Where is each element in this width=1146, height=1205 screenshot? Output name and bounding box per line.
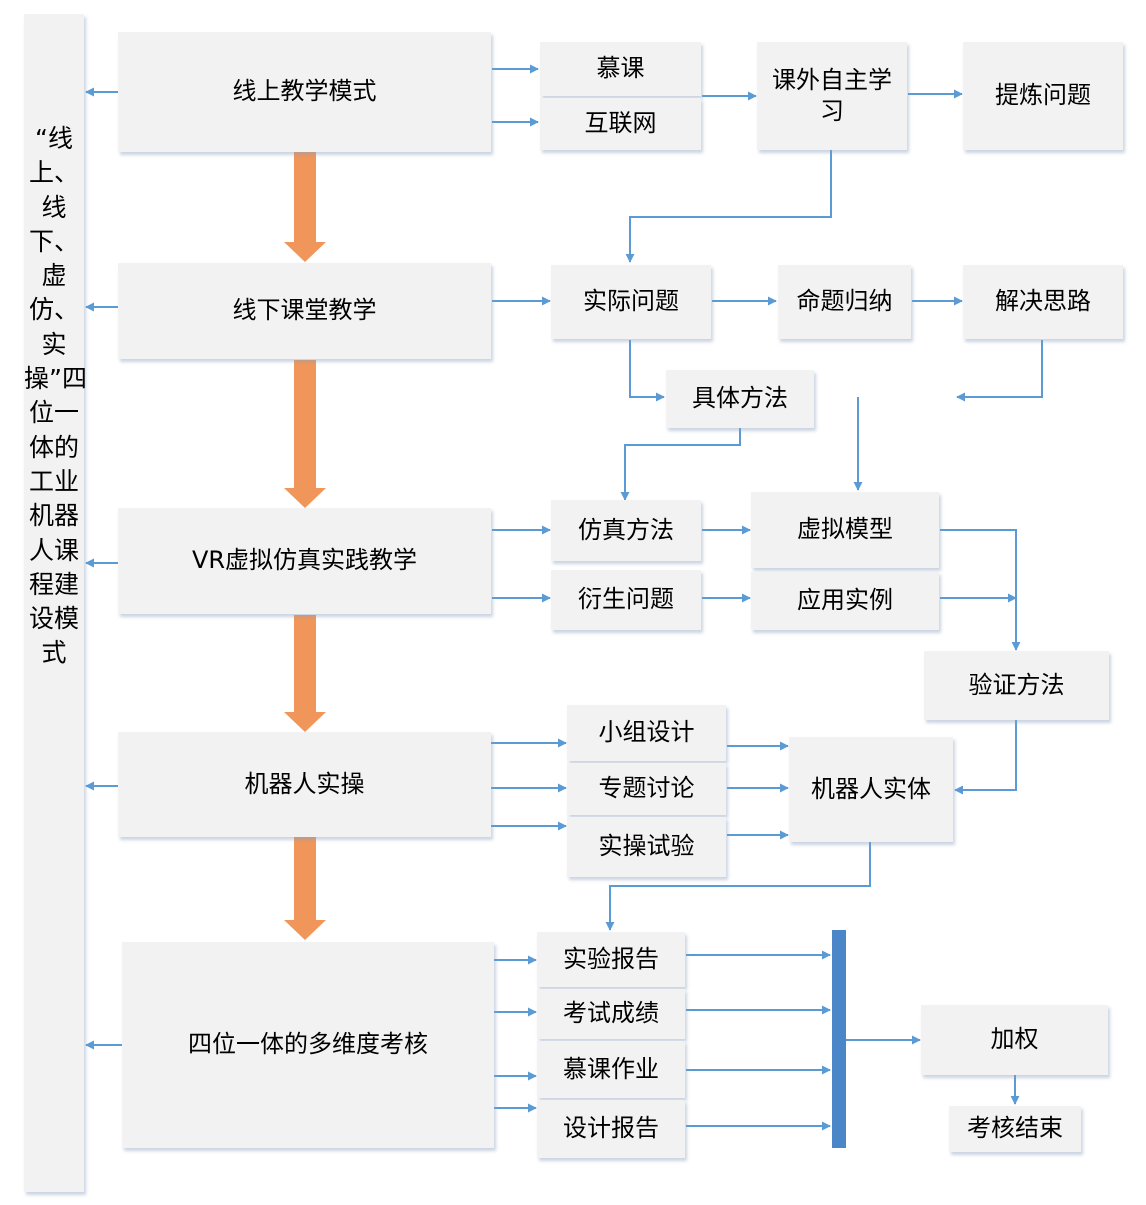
node-extract-problem: 提炼问题 (963, 42, 1123, 150)
node-mooc: 慕课 (540, 42, 701, 96)
aggregation-bar (832, 930, 846, 1148)
node-assessment-end: 考核结束 (949, 1106, 1081, 1152)
stage-offline: 线下课堂教学 (118, 263, 491, 359)
node-application: 应用实例 (751, 572, 939, 630)
node-weighting: 加权 (921, 1005, 1108, 1075)
node-self-study: 课外自主学习 (757, 42, 907, 150)
flow-arrows (85, 64, 1043, 1131)
stage-vr: VR虚拟仿真实践教学 (118, 508, 491, 614)
node-virtual-model: 虚拟模型 (751, 492, 939, 568)
node-internet: 互联网 (540, 98, 701, 150)
node-sim-method: 仿真方法 (551, 500, 701, 561)
stage-assessment: 四位一体的多维度考核 (122, 942, 494, 1148)
node-topic-discussion: 专题讨论 (567, 763, 726, 815)
stage-arrow-4 (284, 837, 326, 940)
node-group-design: 小组设计 (567, 705, 726, 761)
stage-arrow-3 (284, 615, 326, 732)
node-mooc-homework: 慕课作业 (537, 1041, 685, 1098)
side-caption-text: “线上、线下、虚仿、实操”四位一体的工业机器人课程建设模式 (24, 124, 87, 668)
node-practical-trial: 实操试验 (567, 817, 726, 877)
node-robot-entity: 机器人实体 (789, 737, 953, 842)
node-specific-method: 具体方法 (666, 370, 814, 428)
stage-arrow-1 (284, 150, 326, 262)
stage-online: 线上教学模式 (118, 32, 491, 152)
node-exam-score: 考试成绩 (537, 989, 685, 1039)
node-solution: 解决思路 (963, 265, 1123, 339)
node-design-report: 设计报告 (537, 1100, 685, 1158)
stage-arrows (284, 150, 326, 940)
node-real-problem: 实际问题 (551, 265, 711, 339)
stage-arrow-2 (284, 360, 326, 508)
side-caption-panel: “线上、线下、虚仿、实操”四位一体的工业机器人课程建设模式 (24, 14, 87, 1192)
node-verify-method: 验证方法 (924, 651, 1109, 720)
stage-robot: 机器人实操 (118, 732, 491, 837)
node-derived-problem: 衍生问题 (551, 570, 701, 630)
node-lab-report: 实验报告 (537, 932, 685, 987)
node-induction: 命题归纳 (778, 265, 911, 339)
